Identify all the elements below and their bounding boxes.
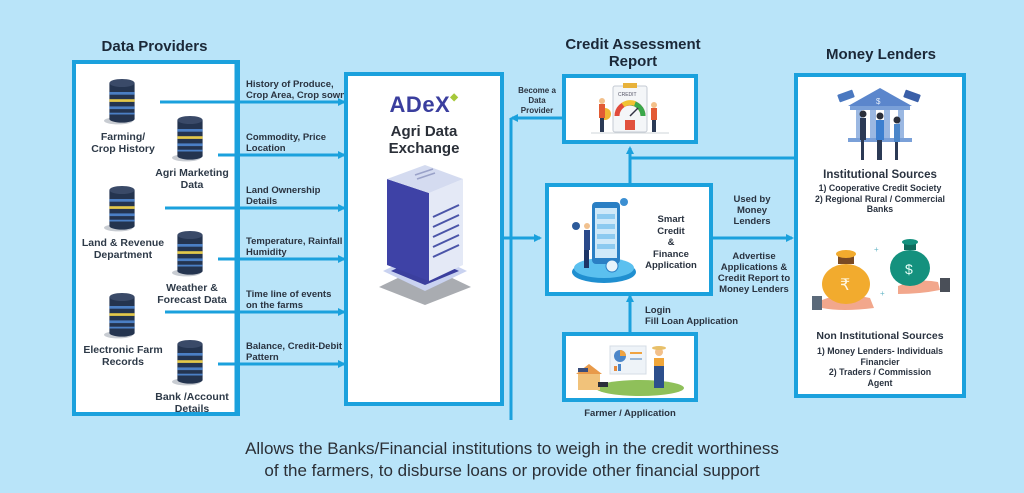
- data-providers-heading: Data Providers: [101, 38, 208, 55]
- source-label-weather: Weather &Forecast Data: [157, 282, 227, 306]
- adex-box: [344, 72, 504, 406]
- leaf-icon: ◆: [450, 92, 459, 103]
- smart-app-box: [545, 183, 713, 296]
- money-bag-icon: ₹ $ + +: [812, 238, 952, 316]
- rupee-symbol: ₹: [840, 275, 850, 294]
- non-institutional-list: 1) Money Lenders- Individuals Financier …: [816, 346, 944, 388]
- mobile-app-icon: [568, 194, 638, 286]
- bank-icon: $: [830, 84, 930, 164]
- svg-text:$: $: [876, 97, 881, 106]
- gauge-text: CREDIT: [618, 92, 637, 98]
- svg-text:+: +: [880, 289, 885, 298]
- farmer-label: Farmer / Application: [584, 408, 676, 419]
- farmer-icon: [570, 338, 690, 396]
- institutional-title: Institutional Sources: [823, 169, 937, 181]
- server-icon: [375, 165, 475, 305]
- footer-caption: Allows the Banks/Financial institutions …: [245, 439, 779, 480]
- money-lenders-heading: Money Lenders: [825, 46, 937, 63]
- institutional-list: 1) Cooperative Credit Society 2) Regiona…: [814, 183, 946, 214]
- data-providers-box: [72, 60, 240, 416]
- flow-label-1: History of Produce,Crop Area, Crop sown: [246, 79, 346, 101]
- non-institutional-title: Non Institutional Sources: [816, 330, 944, 342]
- dollar-symbol: $: [905, 261, 913, 277]
- source-label-farming: Farming/Crop History: [91, 131, 155, 155]
- adex-logo: ADeX◆: [389, 92, 459, 117]
- credit-gauge-icon: CREDIT: [585, 80, 675, 138]
- svg-text:+: +: [874, 245, 879, 254]
